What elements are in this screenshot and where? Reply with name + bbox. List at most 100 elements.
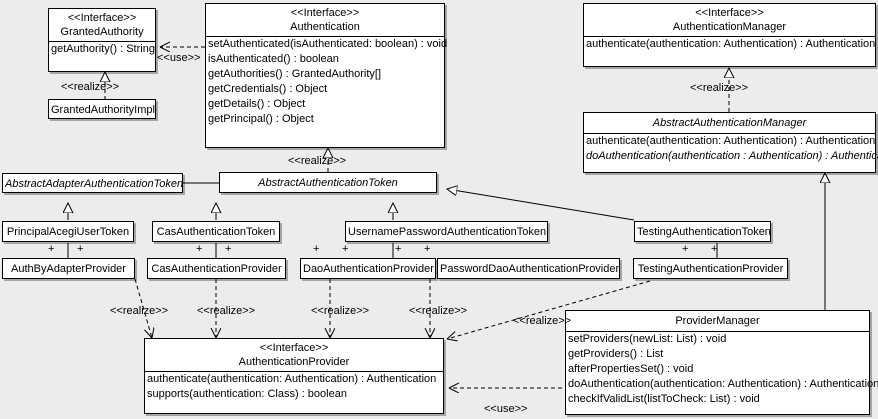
member-row: getDetails() : Object — [208, 98, 306, 110]
class-abstract-adapter-authentication-token[interactable]: AbstractAdapterAuthenticationToken — [2, 173, 183, 193]
stereotype-label: <<Interface>> — [290, 7, 360, 19]
class-granted-authority-impl[interactable]: GrantedAuthorityImpl — [48, 99, 156, 119]
class-name: AbstractAuthenticationToken — [258, 177, 398, 189]
edge-label-realize-auth-by-adapter-provider: <<realize>> — [110, 305, 169, 317]
edge-label-realize-dao-authentication-provider: <<realize>> — [311, 305, 370, 317]
class-members: authenticate(authentication: Authenticat… — [145, 372, 443, 402]
class-header: AuthByAdapterProvider — [3, 259, 134, 279]
class-header: CasAuthenticationToken — [153, 222, 279, 242]
member-row: setProviders(newList: List) : void — [568, 333, 727, 345]
edge-label-realize-password-dao-authentication-provider: <<realize>> — [409, 305, 468, 317]
class-header: ProviderManager — [566, 311, 869, 332]
association-mark: + — [395, 243, 402, 255]
class-name: TestingAuthenticationToken — [637, 226, 771, 238]
class-members: getAuthority() : String — [49, 42, 155, 57]
class-username-password-authentication-token[interactable]: UsernamePasswordAuthenticationToken — [345, 221, 548, 242]
class-header: AbstractAuthenticationToken — [220, 173, 436, 193]
class-name: AbstractAdapterAuthenticationToken — [5, 178, 184, 190]
class-header: PrincipalAcegiUserToken — [3, 222, 133, 242]
member-row: getProviders() : List — [568, 348, 664, 360]
class-name: UsernamePasswordAuthenticationToken — [348, 226, 547, 238]
class-authentication[interactable]: <<Interface>> Authentication setAuthenti… — [205, 3, 448, 148]
member-row: authenticate(authentication: Authenticat… — [147, 373, 437, 385]
class-members: setProviders(newList: List) : void getPr… — [566, 332, 878, 407]
class-name: AbstractAuthenticationManager — [652, 117, 807, 129]
class-granted-authority[interactable]: <<Interface>> GrantedAuthority getAuthor… — [48, 8, 156, 72]
association-mark: + — [225, 243, 232, 255]
member-row: doAuthentication(authentication : Authen… — [586, 150, 878, 162]
member-row: getPrincipal() : Object — [208, 113, 314, 125]
edge-label-realize-abstract-authentication-manager: <<realize>> — [690, 82, 749, 94]
association-mark: + — [48, 243, 55, 255]
association-mark: + — [424, 243, 431, 255]
class-abstract-authentication-manager[interactable]: AbstractAuthenticationManager authentica… — [583, 112, 878, 173]
edge-label-use-granted-authority: <<use>> — [157, 52, 201, 64]
member-row: getAuthority() : String — [51, 43, 155, 55]
member-row: authenticate(authentication: Authenticat… — [586, 135, 876, 147]
edge-label-realize-abstract-authentication-token: <<realize>> — [288, 155, 347, 167]
class-password-dao-authentication-provider[interactable]: PasswordDaoAuthenticationProvider — [437, 258, 620, 279]
class-name: Authentication — [290, 21, 360, 33]
edge-label-realize-granted-authority-impl: <<realize>> — [61, 81, 120, 93]
class-cas-authentication-token[interactable]: CasAuthenticationToken — [152, 221, 280, 242]
member-row: authenticate(authentication: Authenticat… — [586, 38, 876, 50]
member-row: getCredentials() : Object — [208, 83, 328, 95]
class-name: CasAuthenticationProvider — [151, 263, 282, 275]
edge-label-realize-testing-authentication-provider: <<realize>> — [513, 315, 572, 327]
member-row: afterPropertiesSet() : void — [568, 363, 694, 375]
class-name: TestingAuthenticationProvider — [637, 263, 784, 275]
class-header: UsernamePasswordAuthenticationToken — [346, 222, 547, 242]
class-testing-authentication-token[interactable]: TestingAuthenticationToken — [634, 221, 771, 242]
class-header: <<Interface>> AuthenticationProvider — [145, 339, 443, 372]
class-name: DaoAuthenticationProvider — [303, 263, 434, 275]
class-members: authenticate(authentication: Authenticat… — [584, 37, 875, 52]
class-header: TestingAuthenticationProvider — [634, 259, 787, 279]
association-mark: + — [342, 243, 349, 255]
member-row: getAuthorities() : GrantedAuthority[] — [208, 68, 382, 80]
class-testing-authentication-provider[interactable]: TestingAuthenticationProvider — [633, 258, 788, 279]
class-header: GrantedAuthorityImpl — [49, 100, 155, 120]
class-name: AuthByAdapterProvider — [11, 263, 126, 275]
association-mark: + — [77, 243, 84, 255]
class-dao-authentication-provider[interactable]: DaoAuthenticationProvider — [300, 258, 436, 279]
class-members: setAuthenticated(isAuthenticated: boolea… — [206, 37, 448, 127]
member-row: checkIfValidList(listToCheck: List) : vo… — [568, 393, 760, 405]
class-header: AbstractAuthenticationManager — [584, 113, 875, 134]
class-name: CasAuthenticationToken — [156, 226, 276, 238]
member-row: isAuthenticated() : boolean — [208, 53, 339, 65]
class-abstract-authentication-token[interactable]: AbstractAuthenticationToken — [219, 172, 437, 193]
class-members: authenticate(authentication: Authenticat… — [584, 134, 878, 164]
class-name: ProviderManager — [675, 315, 760, 327]
association-mark: + — [313, 243, 320, 255]
class-header: <<Interface>> GrantedAuthority — [49, 9, 155, 42]
association-mark: + — [711, 243, 718, 255]
class-name: GrantedAuthority — [60, 26, 144, 38]
member-row: setAuthenticated(isAuthenticated: boolea… — [208, 38, 448, 50]
class-cas-authentication-provider[interactable]: CasAuthenticationProvider — [147, 258, 286, 279]
class-auth-by-adapter-provider[interactable]: AuthByAdapterProvider — [2, 258, 135, 279]
class-name: AuthenticationProvider — [238, 356, 350, 368]
class-principal-acegi-user-token[interactable]: PrincipalAcegiUserToken — [2, 221, 134, 242]
class-header: PasswordDaoAuthenticationProvider — [438, 259, 619, 279]
class-header: CasAuthenticationProvider — [148, 259, 285, 279]
class-authentication-manager[interactable]: <<Interface>> AuthenticationManager auth… — [583, 3, 876, 67]
class-authentication-provider[interactable]: <<Interface>> AuthenticationProvider aut… — [144, 338, 444, 414]
class-header: <<Interface>> AuthenticationManager — [584, 4, 875, 37]
class-name: PrincipalAcegiUserToken — [6, 226, 130, 238]
stereotype-label: <<Interface>> — [259, 342, 329, 354]
class-provider-manager[interactable]: ProviderManager setProviders(newList: Li… — [565, 310, 878, 415]
class-header: DaoAuthenticationProvider — [301, 259, 435, 279]
class-name: PasswordDaoAuthenticationProvider — [440, 263, 620, 275]
class-header: <<Interface>> Authentication — [206, 4, 444, 37]
edge-label-use-provider-manager: <<use>> — [484, 403, 528, 415]
member-row: supports(authentication: Class) : boolea… — [147, 388, 347, 400]
class-header: TestingAuthenticationToken — [635, 222, 771, 242]
class-header: AbstractAdapterAuthenticationToken — [3, 174, 184, 194]
class-name: GrantedAuthorityImpl — [51, 104, 155, 116]
member-row: doAuthentication(authentication: Authent… — [568, 378, 878, 390]
edge-label-realize-cas-authentication-provider: <<realize>> — [197, 305, 256, 317]
association-mark: + — [196, 243, 203, 255]
stereotype-label: <<Interface>> — [67, 12, 137, 24]
stereotype-label: <<Interface>> — [695, 7, 764, 19]
